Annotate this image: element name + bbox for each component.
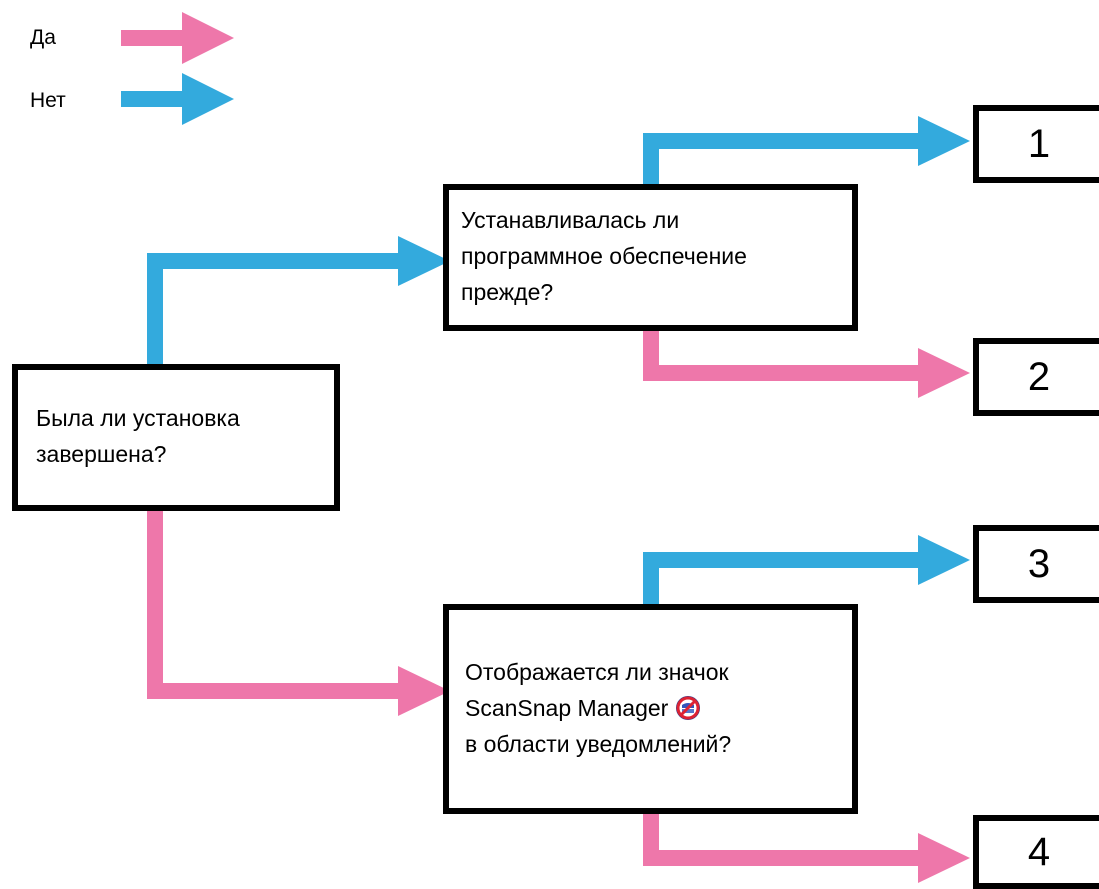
arrow-q2-yes-to-result-2 [643, 329, 970, 398]
scansnap-manager-disconnected-icon [675, 695, 701, 721]
question-installed-before-text: Устанавливалась ли программное обеспечен… [461, 207, 747, 305]
question-icon-displayed: Отображается ли значок ScanSnap Manager … [443, 604, 858, 814]
arrow-q2-no-to-result-1 [643, 116, 970, 186]
question-icon-displayed-line2: ScanSnap Manager [465, 690, 845, 726]
result-4: 4 [973, 815, 1099, 889]
result-3: 3 [973, 525, 1099, 603]
question-installation-complete: Была ли установка завершена? [12, 364, 340, 511]
legend-yes-arrow [121, 12, 234, 64]
arrow-q3-no-to-result-3 [643, 535, 970, 606]
arrow-q1-no-to-q2 [147, 236, 450, 366]
legend-no-arrow [121, 73, 234, 125]
question-installation-complete-text: Была ли установка завершена? [36, 405, 240, 467]
question-icon-displayed-line1: Отображается ли значок [465, 659, 729, 685]
result-2: 2 [973, 338, 1099, 416]
arrow-q3-yes-to-result-4 [643, 812, 970, 883]
scansnap-manager-name: ScanSnap Manager [465, 695, 669, 721]
question-installed-before: Устанавливалась ли программное обеспечен… [443, 184, 858, 331]
legend-yes-label: Да [30, 26, 56, 49]
result-1: 1 [973, 105, 1099, 183]
legend-no-label: Нет [30, 89, 66, 112]
question-icon-displayed-line3: в области уведомлений? [465, 731, 732, 757]
arrow-q1-yes-to-q3 [147, 509, 450, 716]
question-icon-displayed-text: Отображается ли значок ScanSnap Manager … [465, 654, 845, 762]
